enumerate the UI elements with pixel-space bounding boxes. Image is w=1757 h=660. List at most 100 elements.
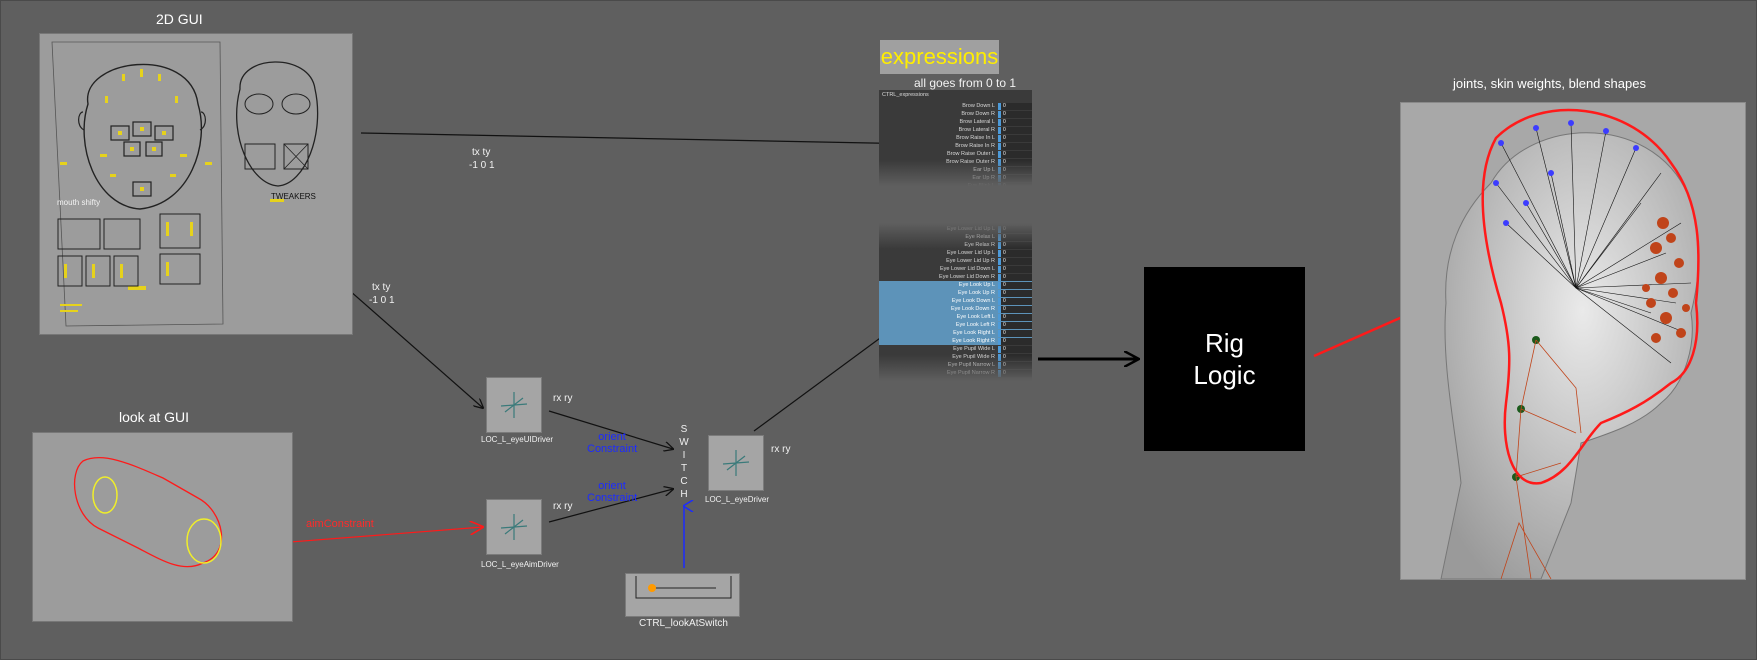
switch-letter: H xyxy=(680,489,688,500)
node-eye-driver-label: LOC_L_eyeDriver xyxy=(705,495,770,504)
arrow-eyeui-to-switch xyxy=(548,410,673,449)
attr-name: Eye Lower Lid Up L xyxy=(947,250,995,256)
attr-name: Eye Look Right L xyxy=(953,330,995,336)
joint-lines xyxy=(1495,122,1692,364)
list-fade xyxy=(879,223,1032,249)
attr-value[interactable]: 0 xyxy=(998,273,1032,281)
list-fade xyxy=(879,355,1032,381)
attr-name: Eye Look Left L xyxy=(956,314,995,320)
rig-logic-line1: Rig xyxy=(1204,328,1244,358)
attr-name: Eye Look Down R xyxy=(950,306,995,312)
attr-value[interactable]: 0 xyxy=(998,150,1032,158)
arrow-eyeaim-to-switch xyxy=(548,489,673,523)
label-rxry-1: rx ry xyxy=(553,393,573,404)
attr-value[interactable]: 0 xyxy=(998,142,1032,150)
orient-constraint-label-2: orient Constraint xyxy=(587,480,638,504)
label-rxry-2: rx ry xyxy=(553,501,573,512)
attr-value[interactable]: 0 xyxy=(998,110,1032,118)
attr-value[interactable]: 0 xyxy=(998,345,1032,353)
joint-points xyxy=(1493,120,1639,226)
attr-value[interactable]: 0 xyxy=(998,126,1032,134)
attr-name: Eye Look Up R xyxy=(958,290,995,296)
attr-name: Eye Look Down L xyxy=(951,298,995,304)
head-illustration xyxy=(1440,108,1700,579)
rig-logic-line2: Logic xyxy=(1193,360,1256,390)
locator-icon xyxy=(500,514,528,540)
node-eye-driver[interactable] xyxy=(708,435,764,491)
head-mesh xyxy=(1440,132,1699,579)
switch-letter: S xyxy=(680,424,688,435)
attr-value[interactable]: 0 xyxy=(998,297,1032,305)
label-txty-2: tx ty xyxy=(372,282,391,293)
attr-name: Eye Look Left R xyxy=(955,322,995,328)
node-eye-ui-driver[interactable] xyxy=(486,377,542,433)
lookat-outline xyxy=(73,457,223,568)
switch-control-label: CTRL_lookAtSwitch xyxy=(639,618,728,629)
attr-value[interactable]: 0 xyxy=(998,321,1032,329)
gui2d-title: 2D GUI xyxy=(156,11,203,27)
expressions-subtitle: all goes from 0 to 1 xyxy=(914,76,1017,90)
lookat-panel xyxy=(32,432,293,622)
attr-name: Eye Lower Lid Down R xyxy=(939,274,995,280)
attr-value[interactable]: 0 xyxy=(998,289,1032,297)
attr-value[interactable]: 0 xyxy=(998,305,1032,313)
attr-value[interactable]: 0 xyxy=(998,118,1032,126)
attr-value[interactable]: 0 xyxy=(998,265,1032,273)
attr-name: Brow Raise Outer L xyxy=(947,151,995,157)
head-viewport xyxy=(1400,102,1746,580)
attr-name: Brow Raise In R xyxy=(955,143,995,149)
attr-name: Eye Lower Lid Up R xyxy=(946,258,995,264)
attr-name: Eye Lower Lid Down L xyxy=(939,266,995,272)
rig-logic-box: Rig Logic xyxy=(1144,267,1305,451)
attr-name: Brow Down R xyxy=(961,111,995,117)
attr-value[interactable]: 0 xyxy=(998,337,1032,345)
aim-constraint-label: aimConstraint xyxy=(306,518,374,530)
label-rxry-3: rx ry xyxy=(771,444,791,455)
switch-control-box[interactable] xyxy=(625,573,740,617)
attr-value[interactable]: 0 xyxy=(998,257,1032,265)
locator-icon xyxy=(500,392,528,418)
locator-icon xyxy=(722,450,750,476)
switch-letter: W xyxy=(679,437,689,448)
attr-value[interactable]: 0 xyxy=(998,134,1032,142)
switch-letter: C xyxy=(680,476,688,487)
attr-value[interactable]: 0 xyxy=(998,249,1032,257)
expressions-list-header: CTRL_expressions xyxy=(882,92,929,98)
orient-constraint-label-1: orient Constraint xyxy=(587,431,638,455)
gui2d-tweakers-label: TWEAKERS xyxy=(271,192,316,201)
attr-value[interactable]: 0 xyxy=(998,281,1032,289)
attr-value[interactable]: 0 xyxy=(998,102,1032,110)
switch-handle xyxy=(648,584,656,592)
face-gui-illustration xyxy=(51,41,319,327)
node-eye-aim-driver[interactable] xyxy=(486,499,542,555)
node-eye-aim-driver-label: LOC_L_eyeAimDriver xyxy=(481,560,559,569)
label-txty-1: tx ty xyxy=(472,147,491,158)
label-range-1: -1 0 1 xyxy=(469,160,495,171)
attr-value[interactable]: 0 xyxy=(998,329,1032,337)
attr-value[interactable]: 0 xyxy=(998,313,1032,321)
attr-name: Brow Raise In L xyxy=(956,135,995,141)
attr-name: Eye Look Right R xyxy=(952,338,995,344)
